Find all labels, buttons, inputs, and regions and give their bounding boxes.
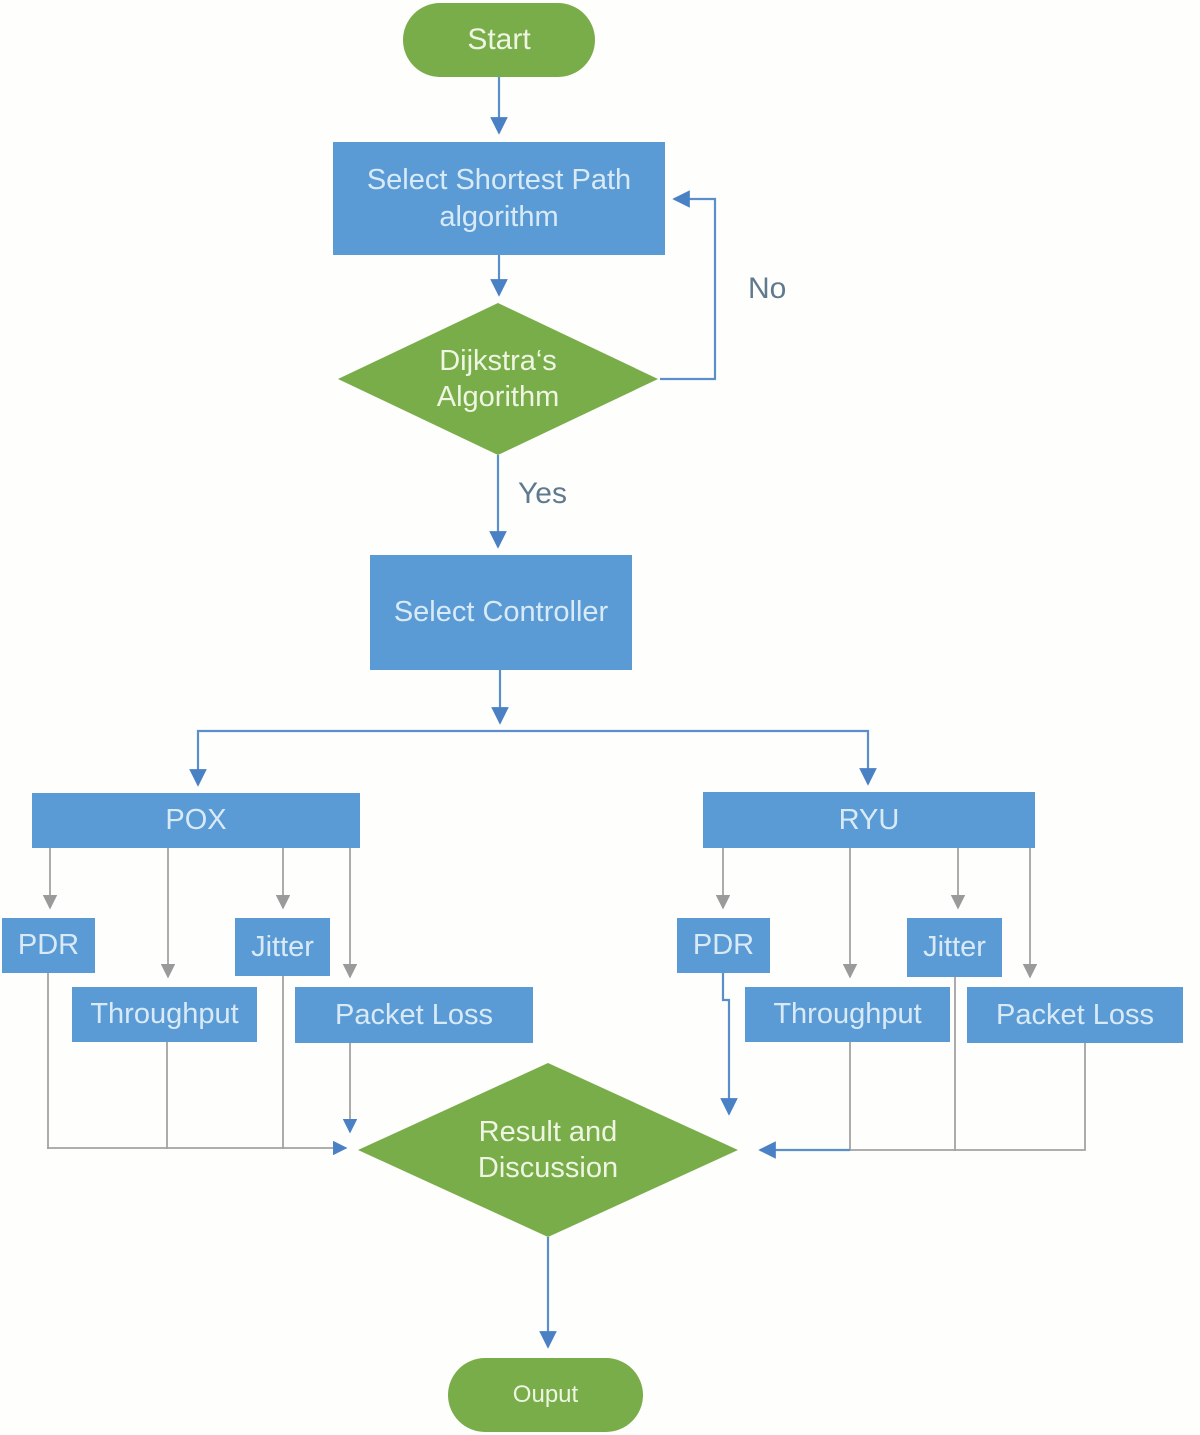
node-select-controller-label: Select Controller (393, 596, 609, 629)
node-output-label: Ouput (512, 1381, 579, 1408)
node-select-controller: Select Controller (370, 555, 632, 670)
node-jitter-left: Jitter (235, 918, 330, 976)
node-packet-loss-left: Packet Loss (295, 987, 533, 1043)
node-jitter-right: Jitter (907, 918, 1002, 977)
node-pdr-left-label: PDR (17, 929, 80, 962)
node-ryu: RYU (703, 792, 1035, 848)
edge-label-no: No (748, 272, 787, 305)
node-pdr-right: PDR (677, 918, 770, 973)
node-result-decision: Result and Discussion (358, 1063, 738, 1237)
node-start: Start (403, 3, 595, 77)
node-pox-label: POX (165, 804, 227, 837)
node-select-algorithm-label: Select Shortest Path algorithm (366, 164, 632, 233)
node-pdr-right-label: PDR (692, 929, 755, 962)
node-ryu-label: RYU (838, 803, 900, 836)
node-start-label: Start (467, 23, 531, 57)
node-pdr-left: PDR (2, 918, 95, 973)
node-packet-loss-right: Packet Loss (967, 987, 1183, 1043)
connector-packet-loss-right-down (849, 1043, 1086, 1151)
node-throughput-right-label: Throughput (773, 998, 922, 1031)
connector-split-to-pox-and-ryu (189, 729, 877, 787)
node-dijkstra-decision: Dijkstra‘s Algorithm (338, 303, 658, 455)
node-jitter-right-label: Jitter (923, 931, 986, 964)
node-result-label: Result and Discussion (477, 1115, 619, 1184)
node-packet-loss-right-label: Packet Loss (996, 998, 1154, 1031)
node-pox: POX (32, 793, 360, 848)
node-dijkstra-label: Dijkstra‘s Algorithm (436, 344, 560, 413)
node-packet-loss-left-label: Packet Loss (335, 998, 493, 1031)
connector-pdr-right-to-result (720, 973, 738, 1116)
connector-no-loop (660, 190, 717, 381)
node-throughput-left-label: Throughput (90, 998, 239, 1031)
node-throughput-right: Throughput (745, 987, 950, 1042)
node-select-algorithm: Select Shortest Path algorithm (333, 142, 665, 255)
node-jitter-left-label: Jitter (251, 930, 314, 963)
edge-label-yes: Yes (518, 477, 567, 510)
node-throughput-left: Throughput (72, 987, 257, 1042)
node-output: Ouput (448, 1358, 643, 1432)
